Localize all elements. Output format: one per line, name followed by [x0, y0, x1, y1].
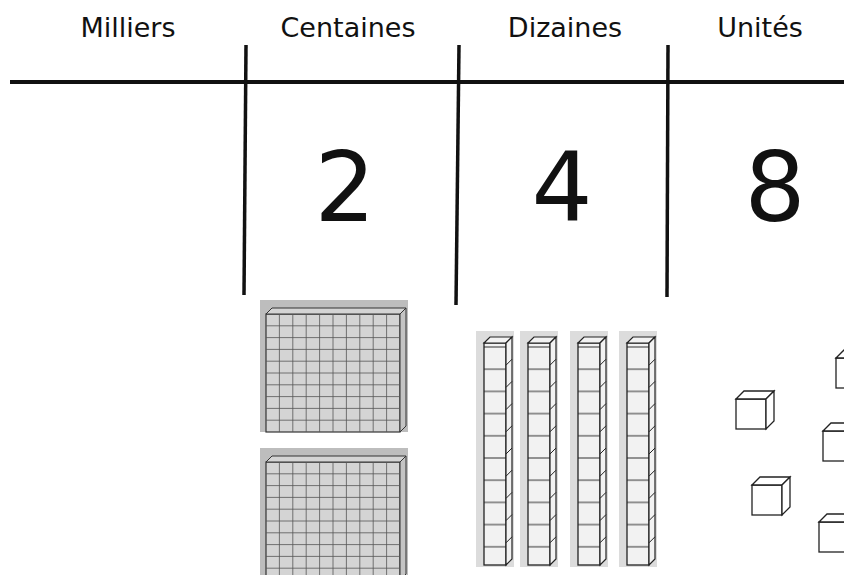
unit-cube	[836, 350, 844, 388]
ten-rod	[476, 331, 514, 567]
digit: 2	[314, 140, 375, 236]
grid-line	[359, 314, 360, 432]
grid-line	[292, 462, 293, 575]
table-rule	[10, 80, 844, 84]
digit: 8	[744, 140, 805, 236]
grid-line	[346, 314, 347, 432]
grid-line	[266, 408, 400, 409]
grid-line	[373, 462, 374, 575]
grid-line	[279, 462, 280, 575]
column-header: Dizaines	[508, 14, 622, 41]
grid-line	[266, 521, 400, 522]
grid-line	[266, 544, 400, 545]
column-header: Milliers	[80, 14, 175, 41]
unit-cube	[823, 423, 844, 461]
grid-line	[333, 462, 334, 575]
grid-line	[266, 556, 400, 557]
ten-rod	[570, 331, 608, 567]
ten-rod	[520, 331, 558, 567]
unit-cube	[752, 477, 790, 515]
column-header: Unités	[717, 14, 803, 41]
grid-line	[266, 396, 400, 397]
grid-line	[266, 384, 400, 385]
unit-cube	[736, 391, 774, 429]
column-divider	[244, 45, 246, 295]
grid-line	[346, 462, 347, 575]
grid-line	[373, 314, 374, 432]
grid-line	[266, 420, 400, 421]
grid-line	[319, 462, 320, 575]
grid-line	[266, 568, 400, 569]
grid-line	[386, 314, 387, 432]
hundred-flat	[260, 300, 408, 432]
column-divider	[456, 45, 459, 305]
grid-line	[386, 462, 387, 575]
unit-cube	[819, 514, 844, 552]
grid-line	[359, 462, 360, 575]
grid-line	[306, 462, 307, 575]
grid-line	[266, 532, 400, 533]
hundred-flat	[260, 448, 408, 575]
ten-rod	[619, 331, 657, 567]
column-header: Centaines	[281, 14, 416, 41]
column-divider	[667, 45, 668, 297]
digit: 4	[531, 140, 592, 236]
grid-line	[266, 373, 400, 374]
